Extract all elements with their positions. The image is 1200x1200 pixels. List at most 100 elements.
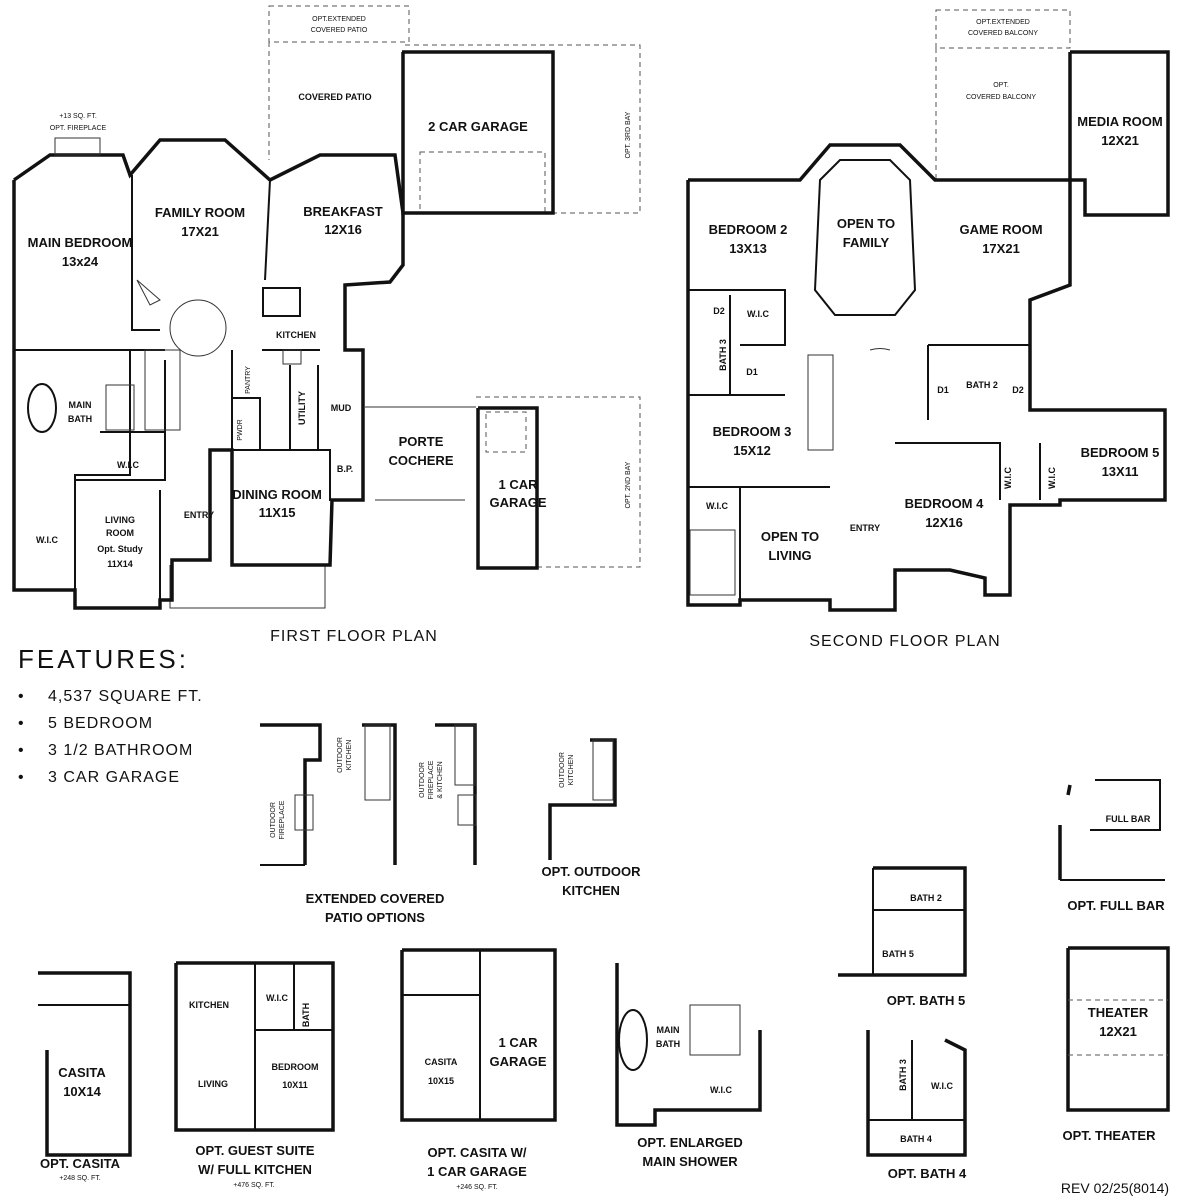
casita-garage-wall <box>400 948 557 1122</box>
utility-label: UTILITY <box>297 391 307 425</box>
second-floor-title: SECOND FLOOR PLAN <box>809 633 1000 650</box>
guest-kitchen-label: KITCHEN <box>189 1000 229 1010</box>
bath3-label: BATH 3 <box>718 339 728 371</box>
bath4-bath4-label: BATH 4 <box>900 1134 932 1144</box>
bath5-bath2-label: BATH 2 <box>910 893 942 903</box>
enlarged-shower-box <box>689 1004 741 1056</box>
revision-label: REV 02/25(8014) <box>1061 1180 1169 1196</box>
entry2-label: ENTRY <box>850 523 880 533</box>
opt-guest-suite-sqft: +476 SQ. FT. <box>233 1182 274 1189</box>
family-breakfast-wall <box>264 179 271 281</box>
dining-top-wall <box>232 449 363 501</box>
bath-wall <box>74 350 131 600</box>
opt-2nd-bay-label: OPT. 2ND BAY <box>625 461 632 508</box>
bath4-wic-label: W.I.C <box>931 1081 953 1091</box>
d2-left-label: D2 <box>713 306 725 316</box>
entry-porch <box>169 565 326 609</box>
bullet-icon: • <box>18 688 25 705</box>
wic-b5-label: W.I.C <box>1047 467 1057 489</box>
feature-bathrooms: 3 1/2 BATHROOM <box>48 742 194 759</box>
opt-2nd-bay-outline <box>476 396 641 568</box>
guest-bath-label: BATH <box>301 1003 311 1027</box>
full-bar-label: FULL BAR <box>1106 814 1151 824</box>
main-tub <box>27 383 57 433</box>
cooktop <box>282 349 302 365</box>
opt-extended-patio-outline <box>268 5 410 43</box>
stair-run <box>144 349 181 431</box>
feature-item: •3 1/2 BATHROOM <box>18 737 203 764</box>
mud-label: MUD <box>331 403 352 413</box>
garage2-wall <box>401 50 555 215</box>
wic-wall <box>75 360 166 481</box>
pantry-label: PANTRY <box>245 366 252 394</box>
feature-item: •5 BEDROOM <box>18 710 203 737</box>
features-list: •4,537 SQUARE FT. •5 BEDROOM •3 1/2 BATH… <box>18 683 203 791</box>
theater-wall <box>1066 946 1170 1112</box>
feature-item: •4,537 SQUARE FT. <box>18 683 203 710</box>
first-floor-title: FIRST FLOOR PLAN <box>270 628 438 645</box>
wic-b4-label: W.I.C <box>1003 467 1013 489</box>
enlarged-shower-wall <box>615 963 762 1127</box>
fireplace-note: +13 SQ. FT.OPT. FIREPLACE <box>50 113 107 132</box>
guest-living-label: LIVING <box>198 1079 228 1089</box>
full-bar-tick <box>1066 784 1072 796</box>
patio-opt3-kitchen <box>454 724 476 786</box>
patio-opt1-fireplace <box>294 794 314 831</box>
full-bar-counter <box>1090 779 1161 831</box>
opt-bath4-title: OPT. BATH 4 <box>888 1166 967 1181</box>
opt-casita-sqft: +248 SQ. FT. <box>59 1175 100 1182</box>
feature-garage: 3 CAR GARAGE <box>48 769 181 786</box>
bath2-label: BATH 2 <box>966 380 998 390</box>
stair-void-box <box>689 529 736 596</box>
enlarged-wic-label: W.I.C <box>710 1085 732 1095</box>
opt-theater-title: OPT. THEATER <box>1063 1128 1157 1143</box>
opt-fireplace-box <box>54 137 101 156</box>
bath4-wall <box>866 1030 967 1157</box>
d1-left-label: D1 <box>746 367 758 377</box>
wic-b2-label: W.I.C <box>747 309 769 319</box>
bullet-icon: • <box>18 769 25 786</box>
bedroom4-top <box>895 442 1001 500</box>
entry-label: ENTRY <box>184 510 214 520</box>
main-shower <box>105 384 135 431</box>
bath5-bath5-label: BATH 5 <box>882 949 914 959</box>
garage2-label: 2 CAR GARAGE <box>428 119 528 134</box>
bullet-icon: • <box>18 715 25 732</box>
pwdr-label: PWDR <box>237 419 244 440</box>
guest-wic-label: W.I.C <box>266 993 288 1003</box>
opt-bath5-title: OPT. BATH 5 <box>887 993 966 1008</box>
enlarged-tub <box>618 1009 648 1071</box>
wic-left-label: W.I.C <box>36 535 58 545</box>
wic-b3-label: W.I.C <box>706 501 728 511</box>
entry-arc <box>869 348 891 351</box>
second-floor-outer-wall <box>686 143 1167 612</box>
d2-right-label: D2 <box>1012 385 1024 395</box>
casita-wall <box>38 971 132 1157</box>
kitchen-label: KITCHEN <box>276 330 316 340</box>
